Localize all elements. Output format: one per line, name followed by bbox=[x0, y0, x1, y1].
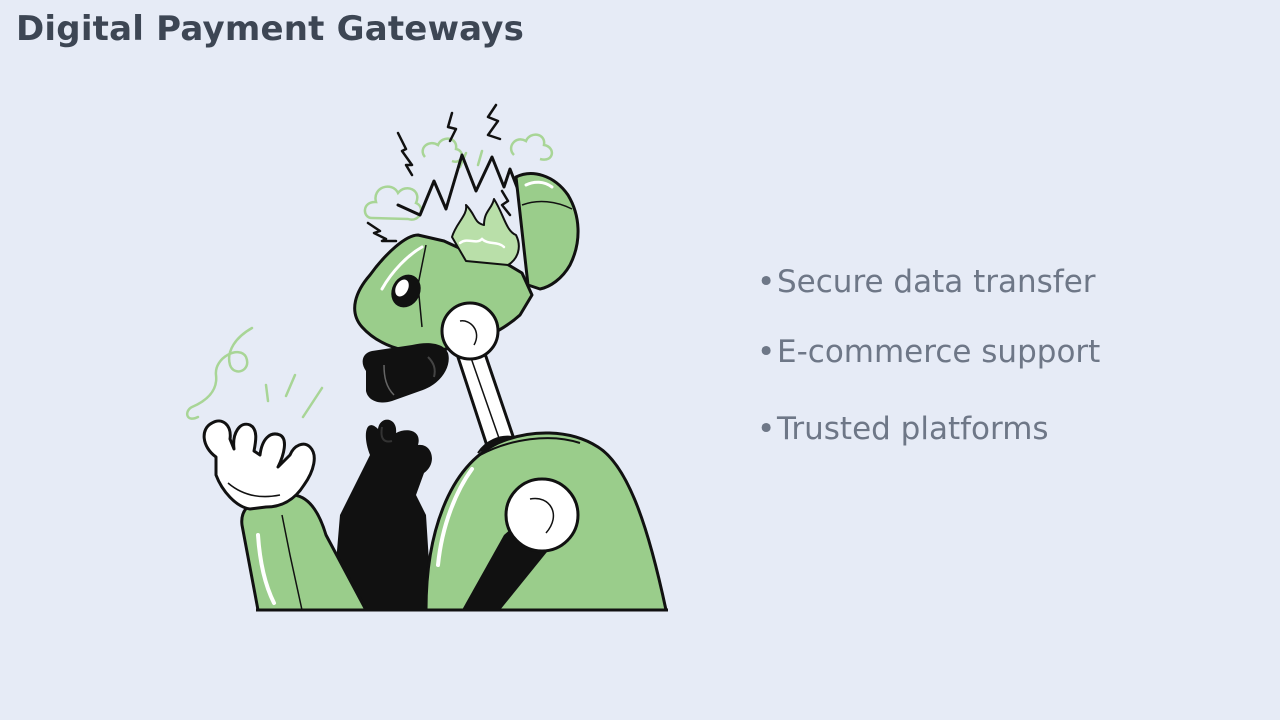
bullet-label: Secure data transfer bbox=[777, 264, 1096, 300]
slide-title: Digital Payment Gateways bbox=[16, 9, 525, 49]
bullet-item-e-commerce-support: •E-commerce support bbox=[757, 332, 1100, 372]
bullet-label: Trusted platforms bbox=[777, 411, 1049, 447]
broken-robot-icon bbox=[185, 103, 668, 612]
bullet-marker: • bbox=[757, 334, 776, 370]
bullet-label: E-commerce support bbox=[777, 334, 1101, 370]
bullet-marker: • bbox=[757, 411, 776, 447]
bullet-item-secure-data-transfer: •Secure data transfer bbox=[757, 262, 1096, 302]
broken-robot-illustration bbox=[170, 95, 690, 625]
bullet-marker: • bbox=[757, 264, 776, 300]
bullet-item-trusted-platforms: •Trusted platforms bbox=[757, 409, 1049, 449]
